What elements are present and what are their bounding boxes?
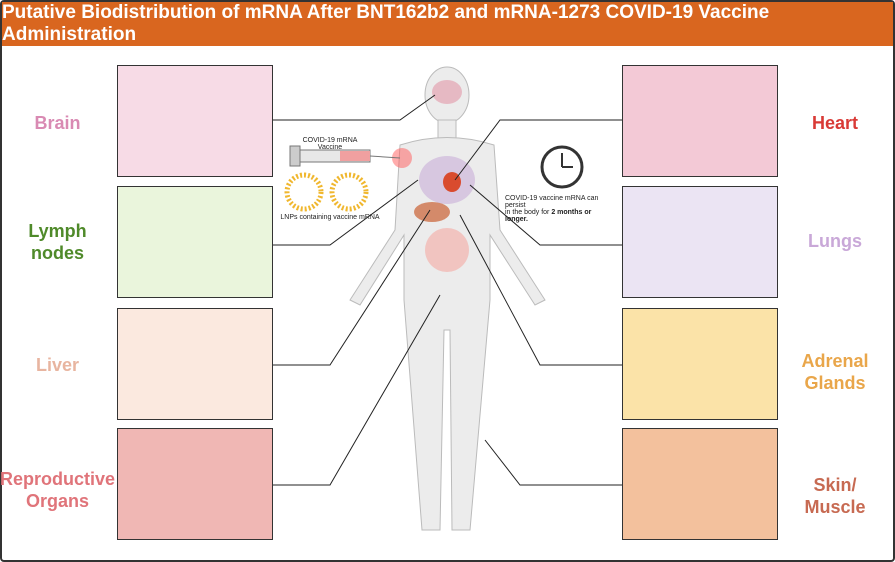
- injection-site-icon: [392, 148, 412, 168]
- label-reproductive-organs: Reproductive Organs: [0, 469, 116, 511]
- persist-note: COVID-19 vaccine mRNA can persist in the…: [505, 195, 615, 223]
- lungs-panel: [622, 186, 778, 298]
- heart-icon: [443, 172, 461, 192]
- label-heart: Heart: [811, 113, 859, 133]
- skin-muscle-panel: [622, 428, 778, 540]
- figure-title: Putative Biodistribution of mRNA After B…: [2, 2, 893, 46]
- label-skin-muscle: Skin/ Muscle: [804, 475, 866, 517]
- lnp-label: LNPs containing vaccine mRNA: [280, 214, 380, 221]
- label-brain: Brain: [34, 113, 81, 133]
- persist-text-2: in the body for: [505, 209, 552, 216]
- connector-lines: [272, 94, 622, 486]
- reproductive-organs-panel: [117, 428, 273, 540]
- lnp-icon: [284, 172, 369, 212]
- lymph-nodes-panel: [117, 186, 273, 298]
- heart-panel: [622, 65, 778, 177]
- human-silhouette: [349, 66, 546, 531]
- adrenal-glands-panel: [622, 308, 778, 420]
- intestine-icon: [425, 228, 469, 272]
- persist-text-1: COVID-19 vaccine mRNA can persist: [505, 195, 599, 209]
- label-adrenal-glands: Adrenal Glands: [801, 351, 869, 393]
- label-lymph-nodes: Lymph nodes: [28, 221, 87, 263]
- brain-panel: [117, 65, 273, 177]
- vaccine-label: COVID-19 mRNA Vaccine: [302, 137, 358, 151]
- persist-duration: 2 months or longer.: [505, 209, 592, 223]
- brain-icon: [432, 80, 462, 104]
- clock-icon: [540, 145, 584, 189]
- liver-icon: [414, 202, 450, 222]
- label-liver: Liver: [35, 355, 80, 375]
- liver-panel: [117, 308, 273, 420]
- label-lungs: Lungs: [808, 231, 862, 251]
- syringe-icon: [289, 145, 401, 167]
